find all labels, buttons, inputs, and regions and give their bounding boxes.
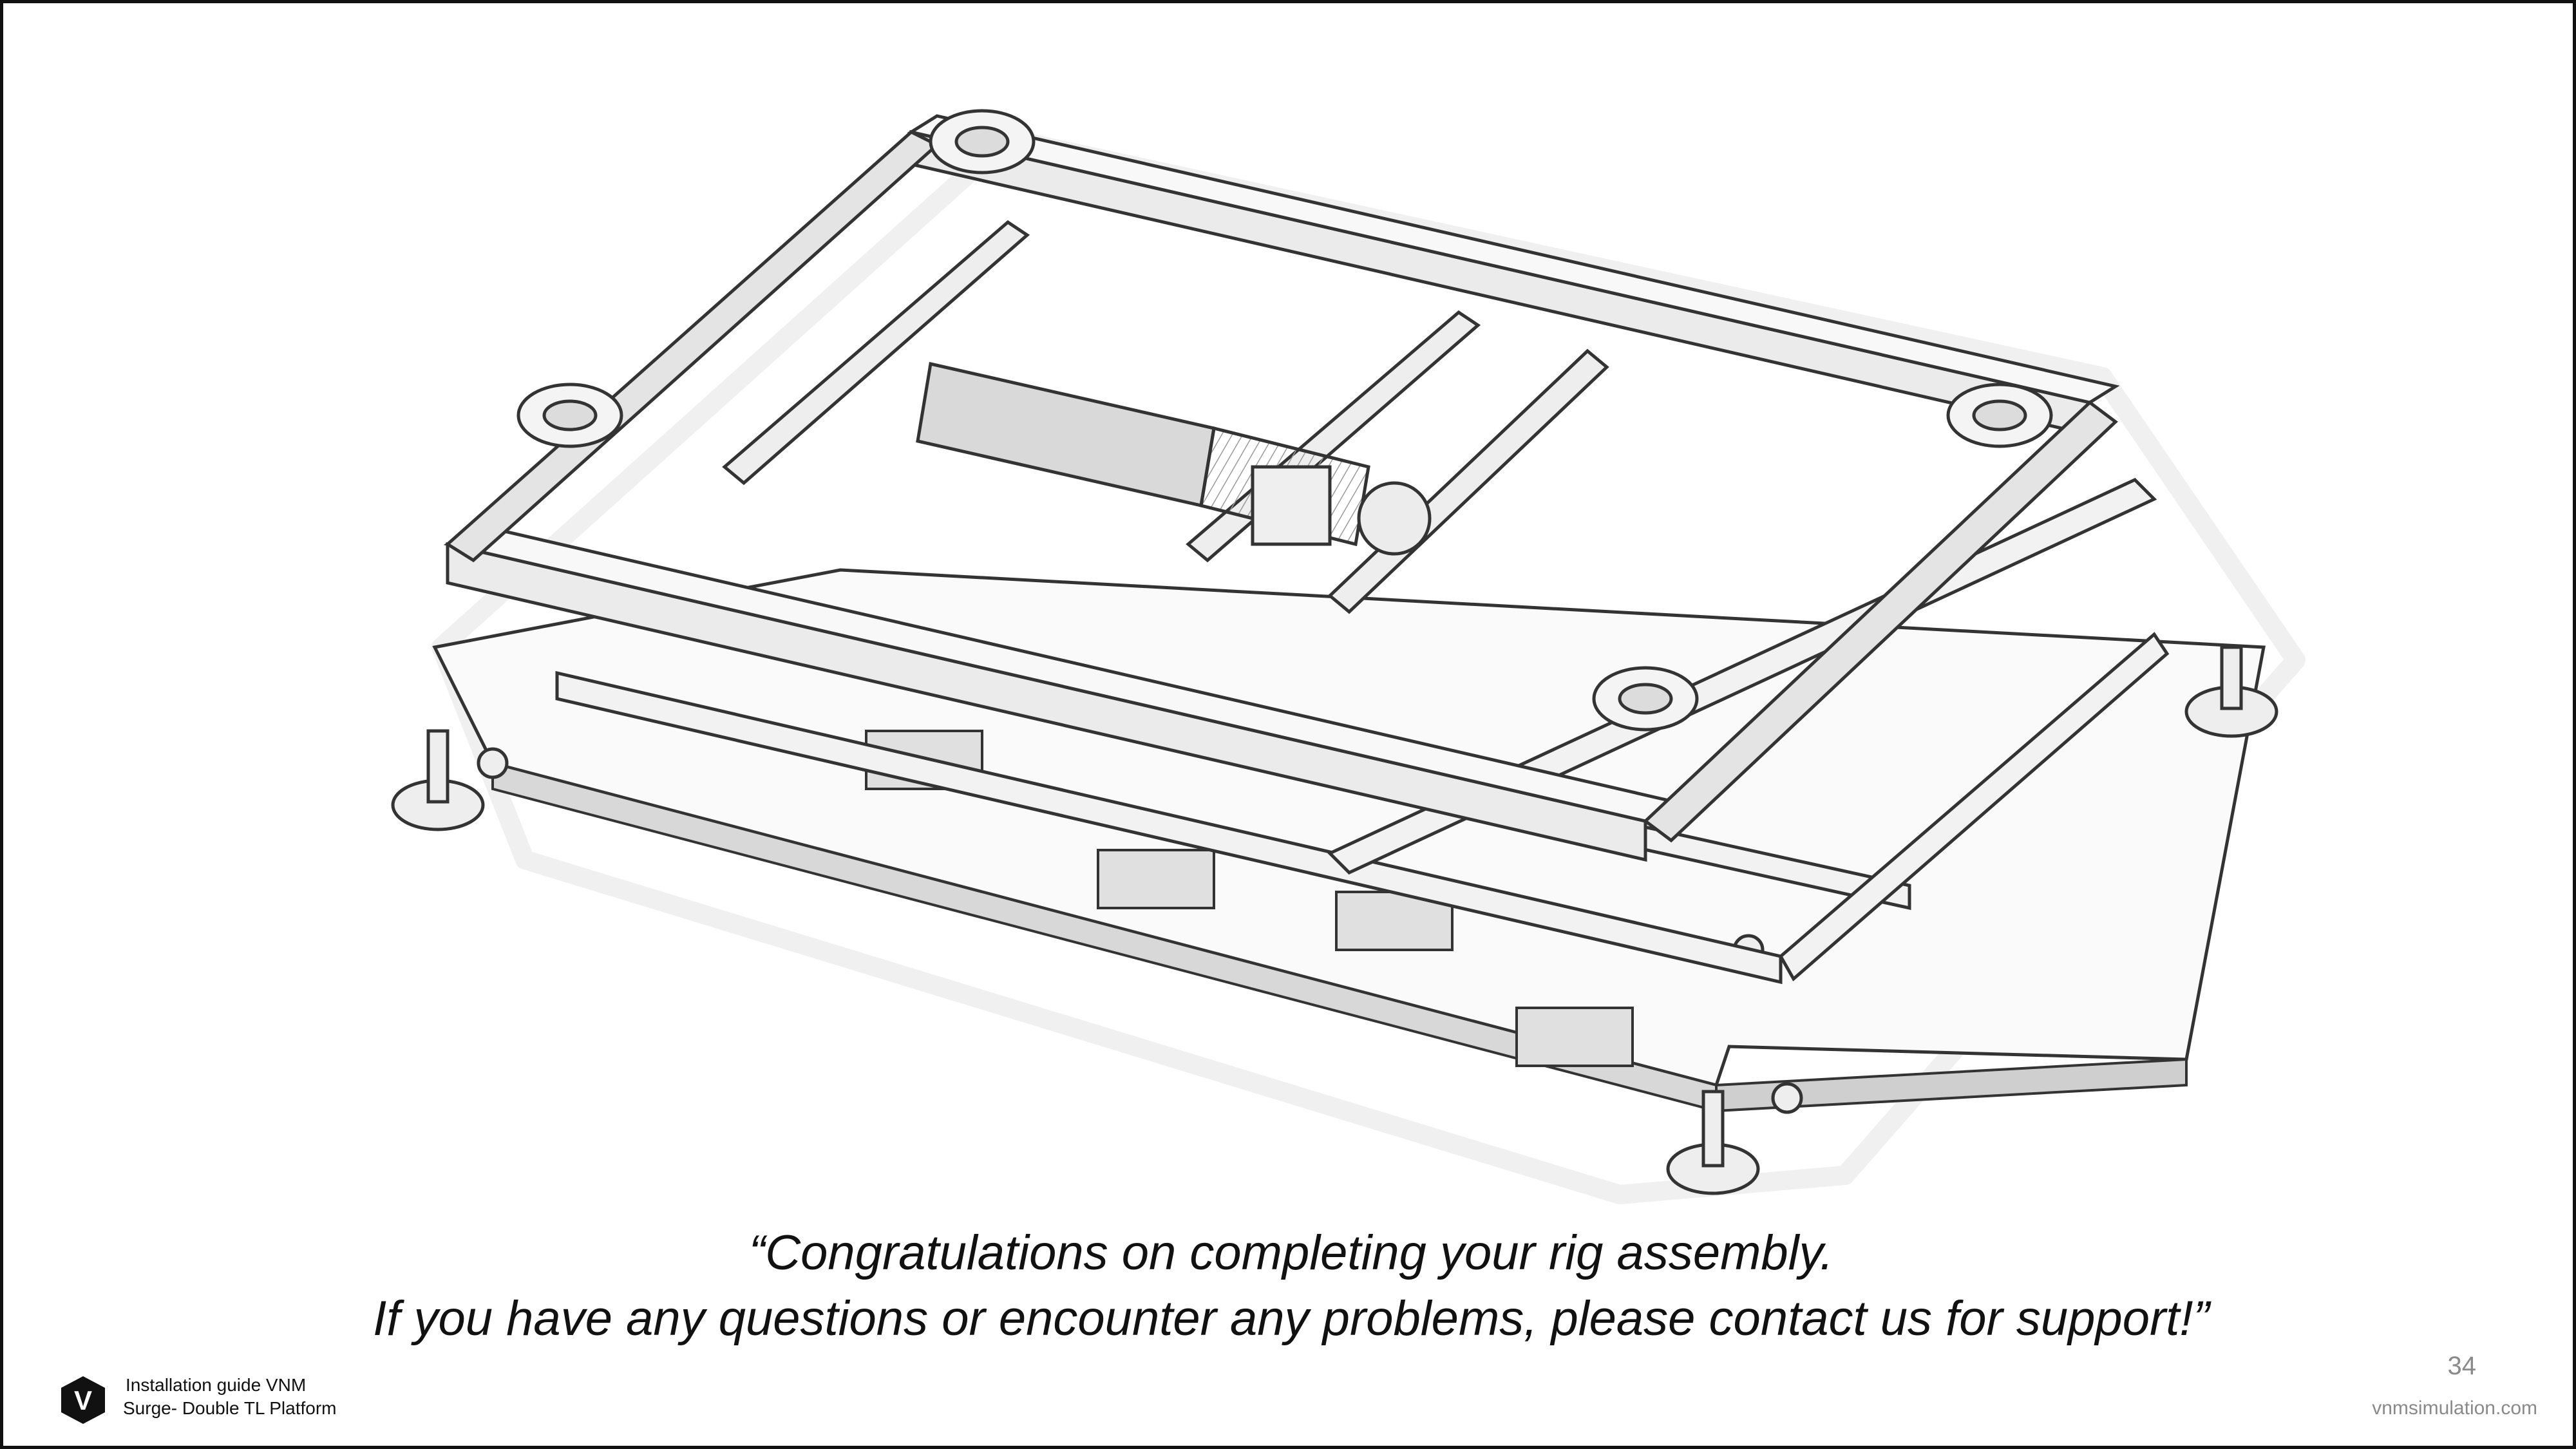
- logo-letter: V: [74, 1385, 92, 1416]
- page-number: 34: [2447, 1352, 2477, 1380]
- linear-actuator: [916, 361, 1432, 556]
- upper-main-frame: [443, 114, 2120, 862]
- guide-title-line-1: Installation guide VNM: [126, 1375, 307, 1395]
- vnm-shield-logo-icon: V: [61, 1376, 105, 1424]
- base-plate: [432, 568, 2266, 1113]
- leveling-feet: [391, 645, 2278, 1195]
- website-url: vnmsimulation.com: [2372, 1397, 2537, 1419]
- guide-title: Installation guide VNM Surge- Double TL …: [123, 1374, 337, 1421]
- mount-pucks: [516, 109, 2053, 732]
- rig-assembly-illustration: [391, 109, 2306, 1204]
- closing-quote-line-1: “Congratulations on completing your rig …: [748, 1226, 1834, 1280]
- closing-quote-line-2: If you have any questions or encounter a…: [373, 1291, 2210, 1346]
- guide-title-line-2: Surge- Double TL Platform: [123, 1398, 337, 1419]
